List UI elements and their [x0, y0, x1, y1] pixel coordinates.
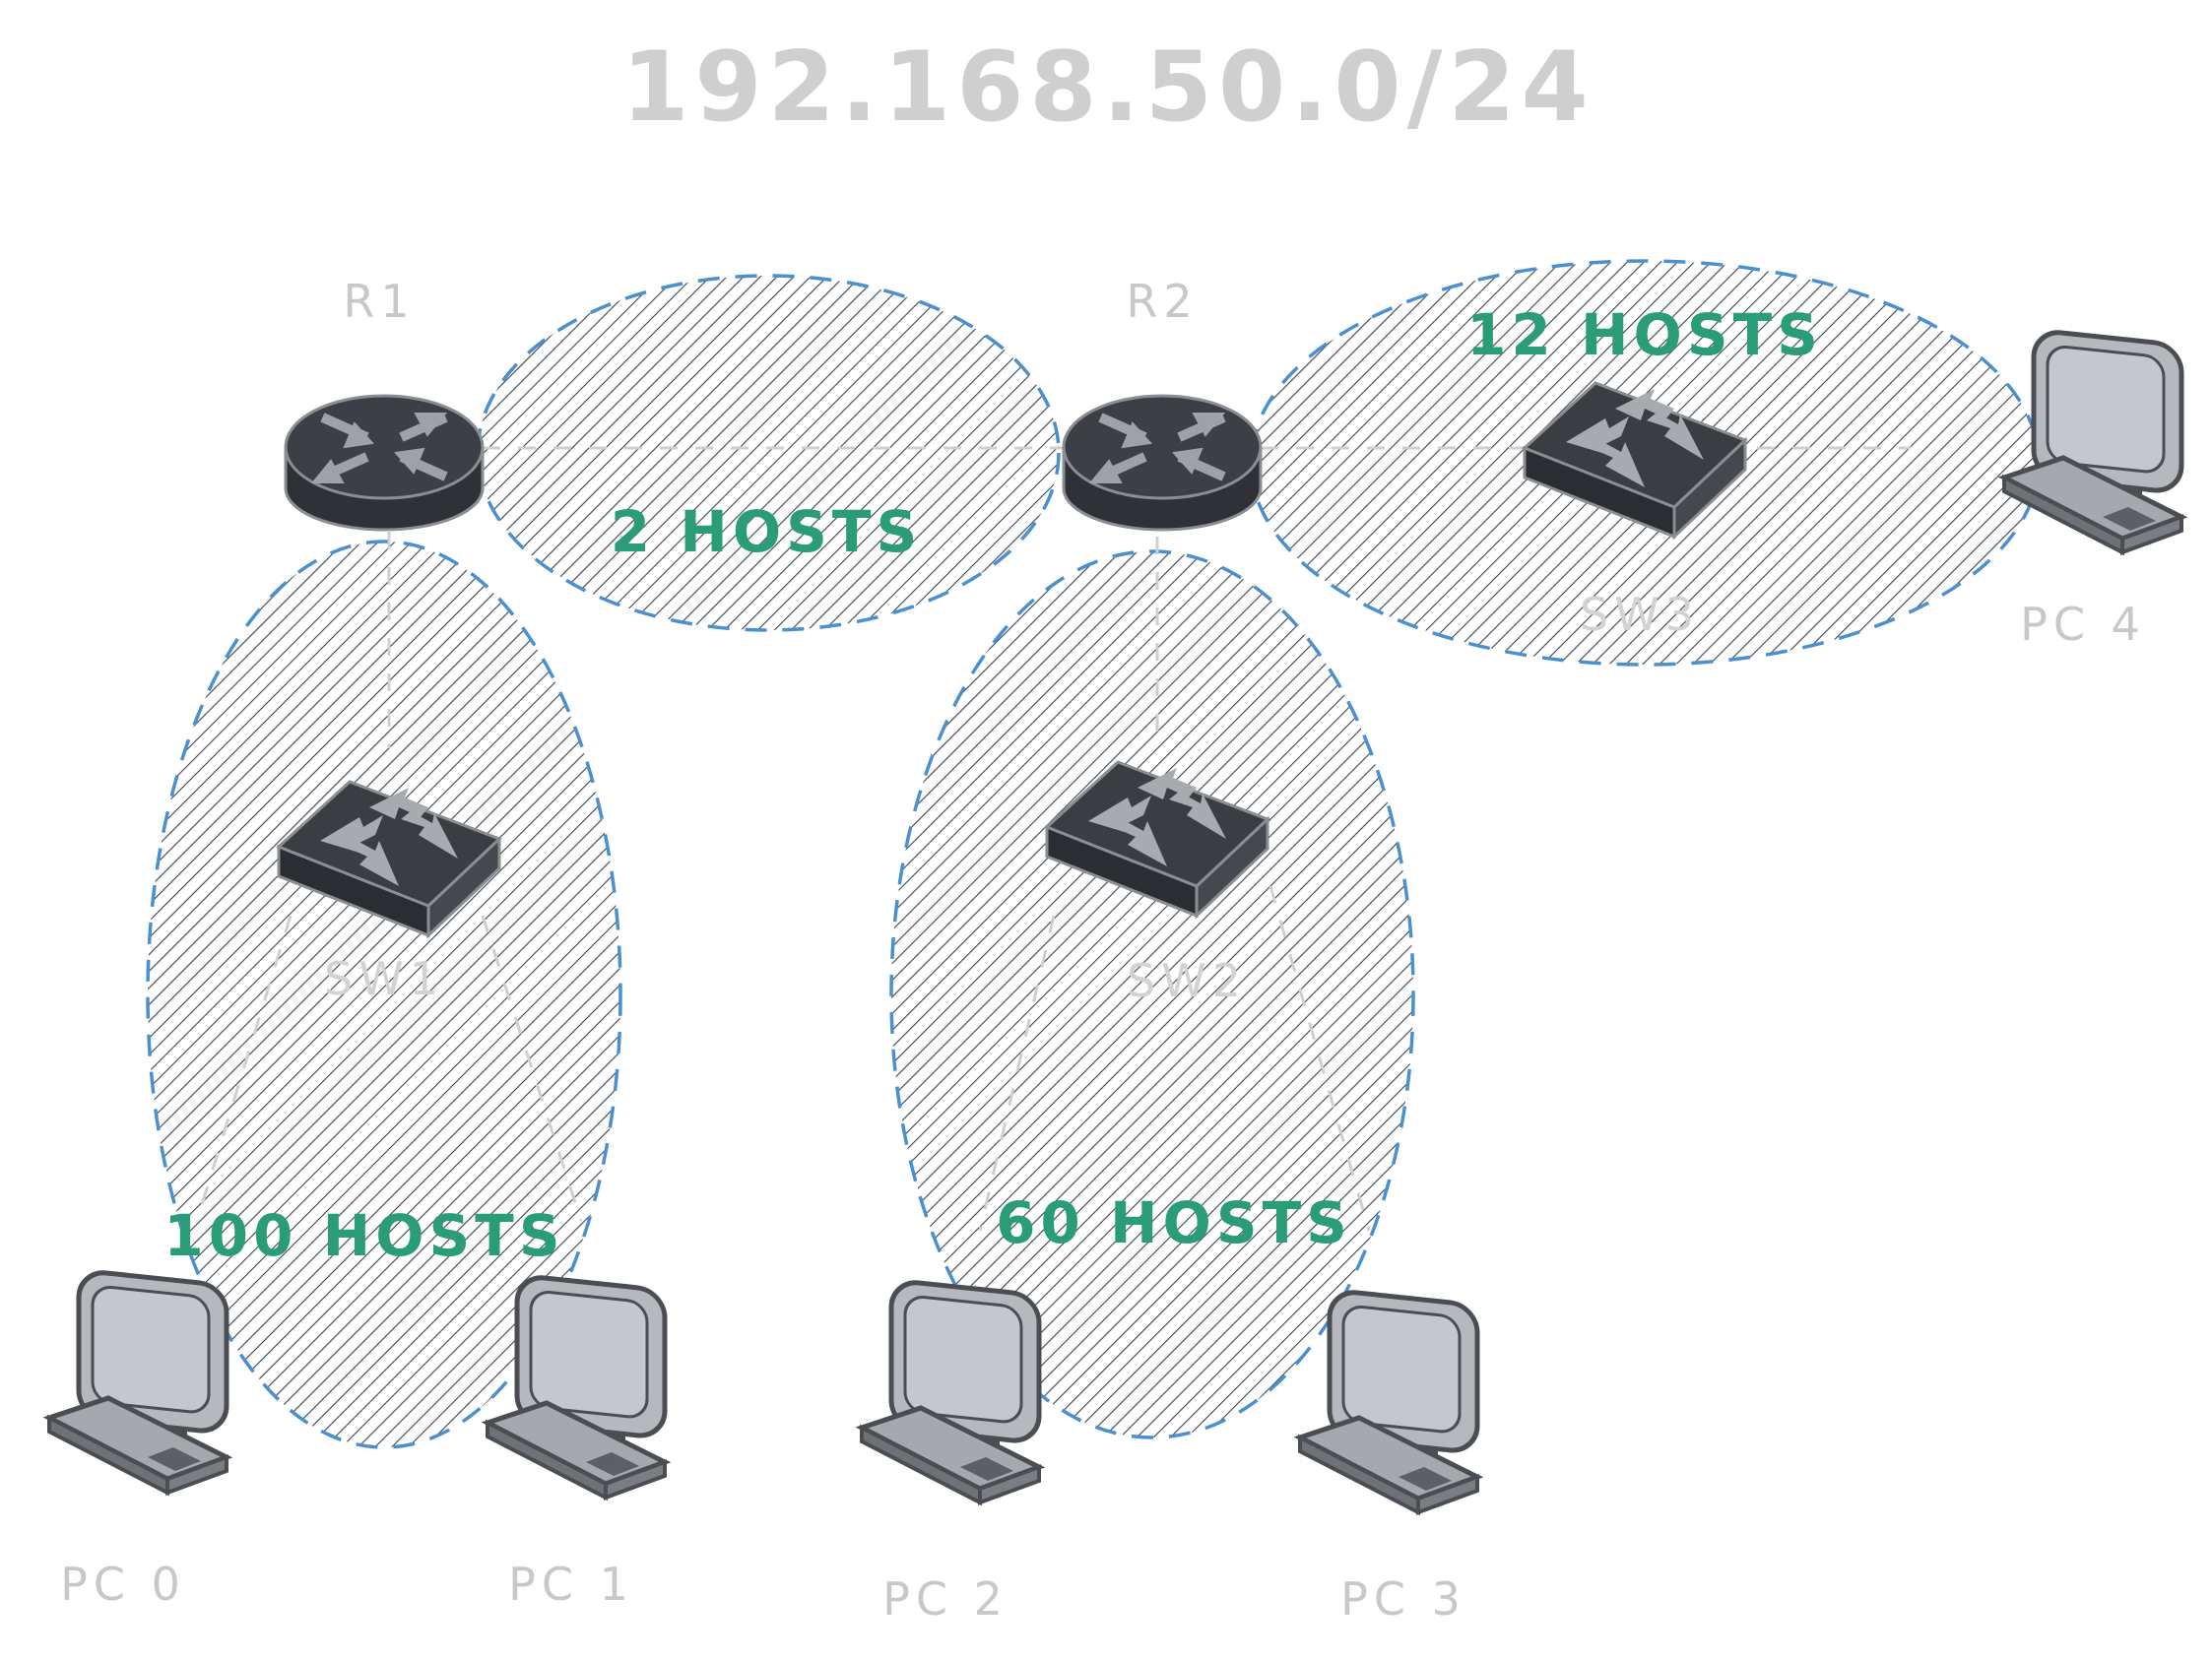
pc-0-label: PC 0 [60, 1558, 186, 1611]
computer-icon [49, 1270, 227, 1493]
computer-icon [862, 1280, 1039, 1502]
pc-2[interactable] [862, 1280, 1039, 1502]
router-icon [1064, 396, 1261, 530]
hosts-label-r1-r2: 2 HOSTS [611, 498, 923, 565]
hosts-label-sw1: 100 HOSTS [163, 1202, 564, 1269]
pc-0[interactable] [49, 1270, 227, 1493]
pc-1-label: PC 1 [508, 1558, 634, 1611]
subnet-zone-r1-r2 [476, 274, 1061, 632]
hosts-label-sw2: 60 HOSTS [996, 1189, 1352, 1256]
subnet-zone-sw1 [146, 540, 622, 1449]
hosts-label-sw3: 12 HOSTS [1466, 301, 1823, 368]
router-r2[interactable] [1064, 396, 1261, 530]
pc-2-label: PC 2 [882, 1572, 1008, 1626]
switch-sw1-label: SW1 [324, 952, 444, 1005]
router-icon [286, 396, 483, 530]
subnet-zone-sw2 [889, 549, 1415, 1439]
router-r1[interactable] [286, 396, 483, 530]
pc-4-label: PC 4 [2020, 598, 2146, 651]
router-r2-label: R2 [1126, 275, 1198, 328]
pc-3-label: PC 3 [1340, 1572, 1466, 1626]
network-address-title: 192.168.50.0/24 [621, 32, 1594, 144]
router-r1-label: R1 [343, 275, 415, 328]
switch-sw3-label: SW3 [1580, 588, 1700, 641]
switch-sw2-label: SW2 [1127, 954, 1247, 1007]
